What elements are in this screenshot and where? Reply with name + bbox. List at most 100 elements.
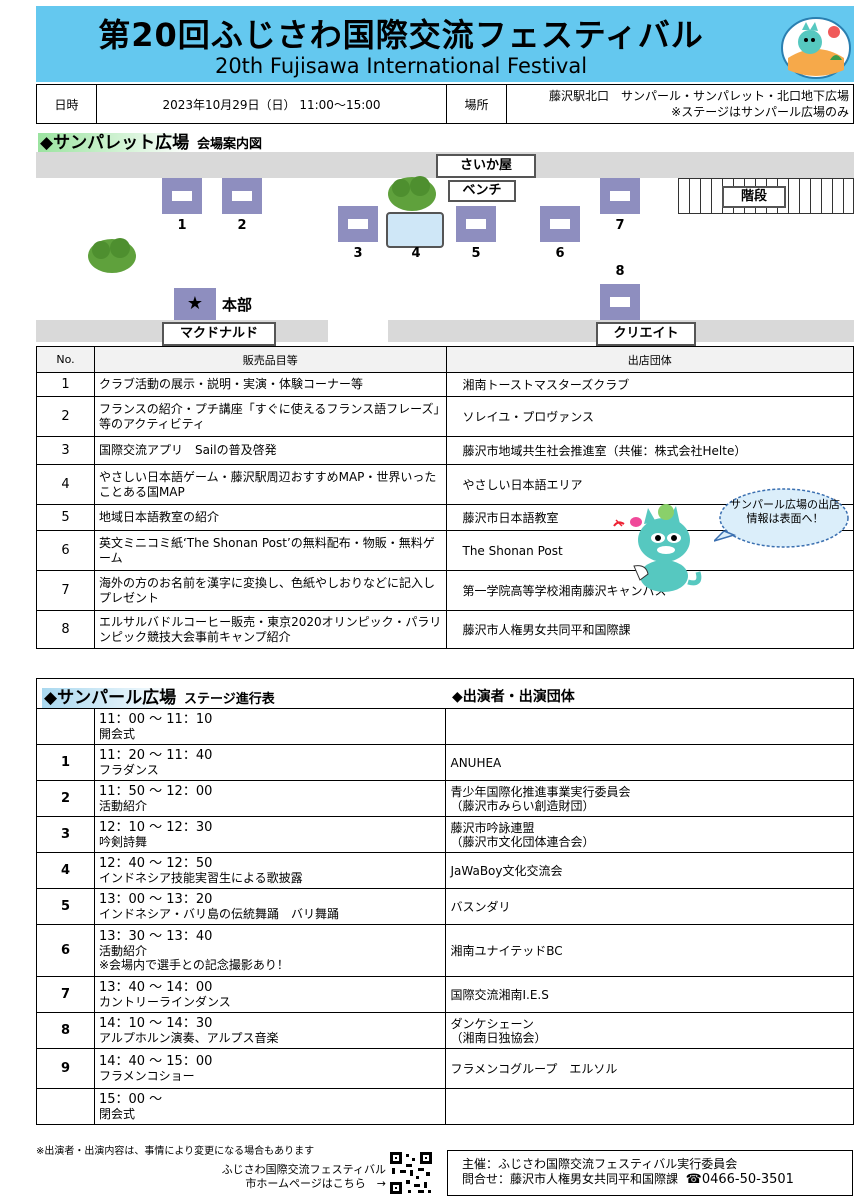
stage-desc: フラメンコショー — [98, 1068, 195, 1083]
booth-label: 1 — [177, 218, 187, 233]
contact: 問合せ：藤沢市人権男女共同平和国際課 — [462, 1172, 679, 1186]
stall-items: やさしい日本語ゲーム・藤沢駅周辺おすすめMAP・世界いったことある国MAP — [93, 464, 447, 505]
stage-time: 11：00 〜 11：10 — [98, 711, 213, 727]
stage-time: 15：00 〜 — [98, 1091, 163, 1107]
stairs-label: 階段 — [722, 186, 786, 208]
speech-bubble — [714, 488, 849, 548]
booth-label: 7 — [615, 218, 625, 233]
booth-2 — [222, 178, 262, 214]
stage-num: 3 — [36, 816, 95, 853]
festival-subtitle: 20th Fujisawa International Festival — [214, 54, 588, 78]
table-row: 15：00 〜閉会式 — [36, 1088, 854, 1125]
stage-desc: 閉会式 — [98, 1106, 135, 1121]
footer-box: 主催：ふじさわ国際交流フェスティバル実行委員会 問合せ：藤沢市人権男女共同平和国… — [447, 1150, 853, 1196]
stall-items: クラブ活動の展示・説明・実演・体験コーナー等 — [93, 372, 447, 397]
tree-icon — [88, 238, 136, 273]
stage-group: ANUHEA — [445, 744, 854, 781]
star-icon: ★ — [174, 288, 216, 320]
stage-num: 2 — [36, 780, 95, 817]
stage-group: バスンダリ — [445, 888, 854, 925]
stall-no: 7 — [36, 570, 95, 611]
col-header-group: 出店団体 — [445, 346, 854, 373]
date-label: 日時 — [37, 85, 97, 123]
stage-time: 14：40 〜 15：00 — [98, 1053, 213, 1069]
stairs — [678, 178, 854, 214]
stall-items: エルサルバドルコーヒー販売・東京2020オリンピック・パラリンピック競技大会事前… — [93, 610, 447, 649]
booth-label: 6 — [555, 246, 565, 261]
booth-4 — [386, 212, 444, 248]
festival-title: 第20回ふじさわ国際交流フェスティバル — [98, 16, 704, 54]
stage-num: 4 — [36, 852, 95, 889]
stage-num: 1 — [36, 744, 95, 781]
stall-items: 地域日本語教室の紹介 — [93, 504, 447, 531]
stage-time: 14：10 〜 14：30 — [98, 1015, 213, 1031]
stage-header-bar — [36, 678, 854, 708]
stall-no: 8 — [36, 610, 95, 649]
honbu-label: 本部 — [222, 296, 253, 314]
booth-3 — [338, 206, 378, 242]
stage-subtitle: ステージ進行表 — [184, 692, 275, 707]
stage-group: 藤沢市吟詠連盟 （藤沢市文化団体連合会） — [445, 816, 854, 853]
stage-time: 13：40 〜 14：00 — [98, 979, 213, 995]
stage-desc: インドネシア技能実習生による歌披露 — [98, 870, 303, 885]
stage-time: 11：20 〜 11：40 — [98, 747, 213, 763]
booth-label: 8 — [615, 264, 625, 279]
booth-label: 4 — [411, 246, 421, 261]
stall-no: 5 — [36, 504, 95, 531]
booth-label: 3 — [353, 246, 363, 261]
stage-section-title: ◆サンパール広場 ステージ進行表 — [42, 683, 275, 708]
stage-group — [445, 1088, 854, 1125]
mascot-icon — [613, 504, 702, 592]
stage-desc: 活動紹介 ※会場内で選手との記念撮影あり！ — [98, 943, 289, 972]
header-banner: 第20回ふじさわ国際交流フェスティバル 20th Fujisawa Intern… — [36, 6, 854, 82]
performer-title: ◆出演者・出演団体 — [452, 689, 575, 705]
phone: ☎0466-50-3501 — [685, 1172, 794, 1187]
contact-line: 問合せ：藤沢市人権男女共同平和国際課 ☎0466-50-3501 — [462, 1172, 852, 1187]
stall-group: 湘南トーストマスターズクラブ — [445, 372, 854, 397]
stage-group: JaWaBoy文化交流会 — [445, 852, 854, 889]
stage-num: 8 — [36, 1012, 95, 1049]
tree-icon — [388, 176, 436, 211]
booth-1 — [162, 178, 202, 214]
stage-desc: アルプホルン演奏、アルプス音楽 — [98, 1030, 279, 1045]
place-label: 場所 — [447, 85, 507, 123]
booth-7 — [600, 178, 640, 214]
homepage-note: ふじさわ国際交流フェスティバル 市ホームページはこちら → — [198, 1163, 386, 1191]
mcdonalds-label: マクドナルド — [162, 322, 276, 346]
festival-logo-icon — [781, 17, 851, 79]
saikaya-label: さいか屋 — [436, 154, 536, 178]
stage-group: 湘南ユナイテッドBC — [445, 924, 854, 977]
place-line2: ※ステージはサンパール広場のみ — [671, 105, 849, 119]
stage-num — [36, 1088, 95, 1125]
stage-num: 5 — [36, 888, 95, 925]
stage-time: 12：10 〜 12：30 — [98, 819, 213, 835]
stage-time: 12：40 〜 12：50 — [98, 855, 213, 871]
stage-desc: インドネシア・バリ島の伝統舞踊 バリ舞踊 — [98, 906, 339, 921]
booth-8 — [600, 284, 640, 320]
stage-num — [36, 708, 95, 745]
stage-title: ◆サンパール広場 — [42, 688, 179, 708]
stage-num: 6 — [36, 924, 95, 977]
col-header-items: 販売品目等 — [93, 346, 447, 373]
map-subtitle: 会場案内図 — [197, 137, 263, 152]
stall-no: 1 — [36, 372, 95, 397]
stall-no: 3 — [36, 436, 95, 465]
booth-6 — [540, 206, 580, 242]
qr-code-icon[interactable] — [388, 1150, 434, 1196]
stage-desc: フラダンス — [98, 762, 159, 777]
